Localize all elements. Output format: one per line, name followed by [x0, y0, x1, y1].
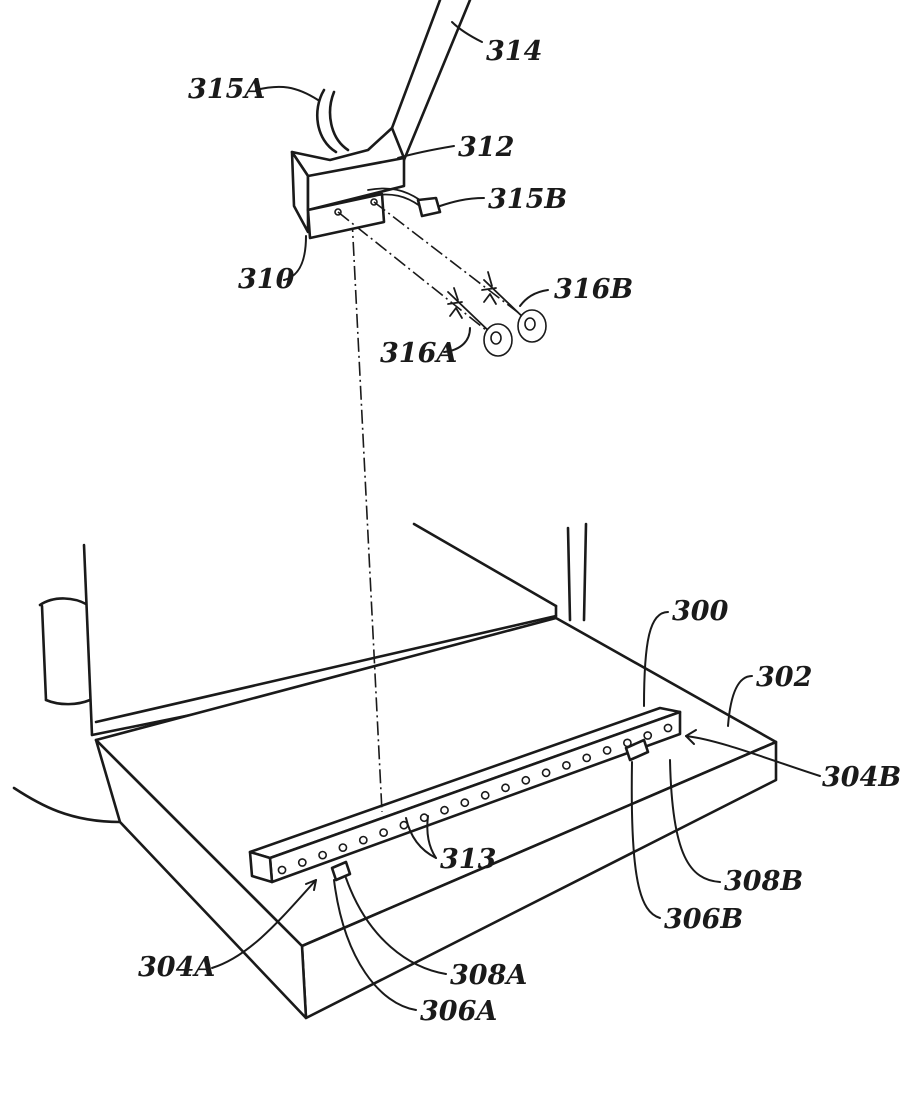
label-302: 302	[756, 662, 812, 693]
sensor-hole	[460, 798, 470, 808]
sensor-hole	[297, 858, 307, 867]
sensor-hole	[358, 835, 368, 845]
projection-line	[351, 217, 383, 813]
sensor-hole	[501, 783, 510, 793]
sensor-hole	[582, 753, 592, 763]
sensor-hole	[480, 790, 490, 800]
label-306a: 306A	[420, 996, 497, 1027]
sensor-hole	[440, 805, 449, 815]
sensor-hole	[541, 768, 551, 778]
sensor-hole	[338, 843, 348, 852]
sensor-bar-300	[248, 706, 682, 884]
label-313: 313	[440, 844, 496, 875]
label-315a: 315A	[188, 74, 265, 105]
leader-lines	[211, 21, 821, 1011]
sensor-holes-313	[277, 723, 673, 875]
label-306b: 306B	[664, 904, 743, 935]
label-314: 314	[486, 36, 542, 67]
reference-labels: 314 315A 312 315B 310 316B 316A 300 302 …	[138, 36, 900, 1027]
label-304b: 304B	[822, 762, 900, 793]
sensor-hole	[318, 850, 327, 860]
label-304a: 304A	[138, 952, 215, 983]
sensor-hole	[663, 723, 673, 733]
reader-assembly	[290, 0, 521, 331]
mount-clip-306b	[624, 738, 650, 762]
label-308a: 308A	[450, 960, 527, 991]
sensor-hole	[521, 775, 531, 785]
tool-316b	[481, 271, 547, 343]
sensor-hole	[602, 746, 612, 755]
connector-315b	[416, 196, 442, 218]
tool-316a	[447, 287, 513, 357]
label-310: 310	[238, 264, 295, 295]
label-316b: 316B	[554, 274, 633, 305]
mount-clip-306a	[330, 860, 352, 882]
label-312: 312	[458, 132, 514, 163]
label-315b: 315B	[488, 184, 567, 215]
sensor-hole	[643, 731, 653, 740]
sensor-hole	[379, 828, 388, 837]
sensor-hole	[277, 865, 287, 875]
label-300: 300	[672, 596, 729, 627]
label-308b: 308B	[724, 866, 803, 897]
label-316a: 316A	[380, 338, 457, 369]
sensor-hole	[562, 761, 571, 770]
